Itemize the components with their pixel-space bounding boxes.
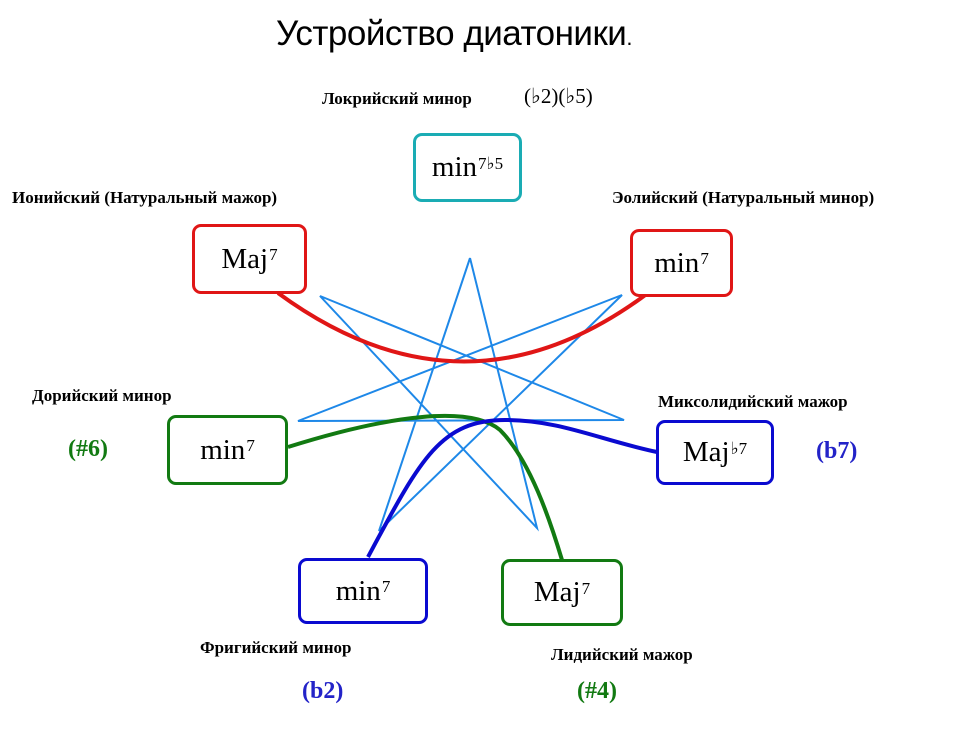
chord-extension: 7 [381, 577, 391, 596]
chord-name: min [431, 151, 478, 183]
heptagram-star [297, 257, 625, 532]
lydian-label: Лидийский мажор [551, 645, 693, 664]
chord-name: Maj [221, 242, 269, 275]
lydian-alteration: (#4) [577, 678, 617, 704]
mixolydian-alteration: (b7) [816, 438, 858, 464]
chord-extension: 7 [581, 578, 591, 598]
dorian-alteration: (#6) [68, 436, 108, 462]
chord-name: min [200, 433, 246, 466]
phrygian-label: Фригийский минор [200, 638, 352, 657]
ionian-aeolian-curve [276, 291, 650, 364]
ionian-label: Ионийский (Натуральный мажор) [12, 188, 278, 207]
chord-extension: 7 [700, 249, 709, 268]
chord-extension: ♭7 [730, 438, 748, 458]
chord-name: Maj [533, 576, 581, 608]
aeolian-label: Эолийский (Натуральный минор) [612, 188, 875, 207]
phrygian-mixolydian-curve [366, 417, 658, 558]
dorian-lydian-curve [287, 413, 564, 561]
chord-extension: 7 [246, 436, 255, 455]
chord-extension: 7♭5 [478, 153, 504, 173]
title-text: Устройство диатоники [276, 14, 627, 53]
phrygian-alteration: (b2) [302, 678, 344, 704]
page-title: Устройство диатоники. [276, 14, 632, 54]
mixolydian-chord-box: Maj♭7 [656, 420, 774, 485]
chord-extension: 7 [269, 245, 278, 264]
chord-name: Maj [682, 436, 730, 468]
dorian-label: Дорийский минор [32, 386, 172, 405]
mixolydian-label: Миксолидийский мажор [658, 392, 848, 411]
chord-name: min [654, 246, 700, 279]
locrian-label: Локрийский минор [322, 89, 472, 108]
chord-name: min [335, 574, 381, 607]
locrian-alterations: (♭2)(♭5) [524, 84, 593, 108]
title-dot: . [626, 25, 632, 50]
